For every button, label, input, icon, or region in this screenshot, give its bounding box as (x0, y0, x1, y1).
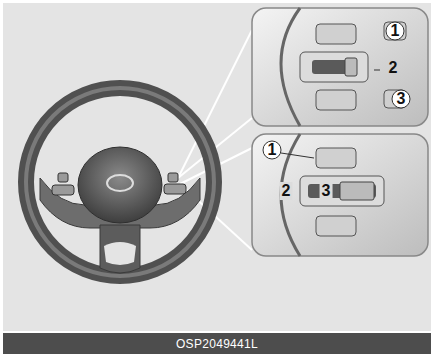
callout-number: 1 (391, 23, 400, 39)
background-panel (3, 3, 431, 331)
callout-number: 3 (397, 91, 406, 107)
callout-number: 3 (320, 182, 333, 200)
callout-number: 2 (389, 60, 398, 76)
callout-number: 1 (268, 142, 277, 158)
callout-number: 2 (280, 182, 293, 200)
inset-bottom (252, 134, 428, 256)
figure-code: OSP2049441L (176, 338, 258, 350)
code-bar (3, 333, 431, 354)
inset-top (252, 8, 428, 126)
steering-wheel (26, 88, 214, 276)
